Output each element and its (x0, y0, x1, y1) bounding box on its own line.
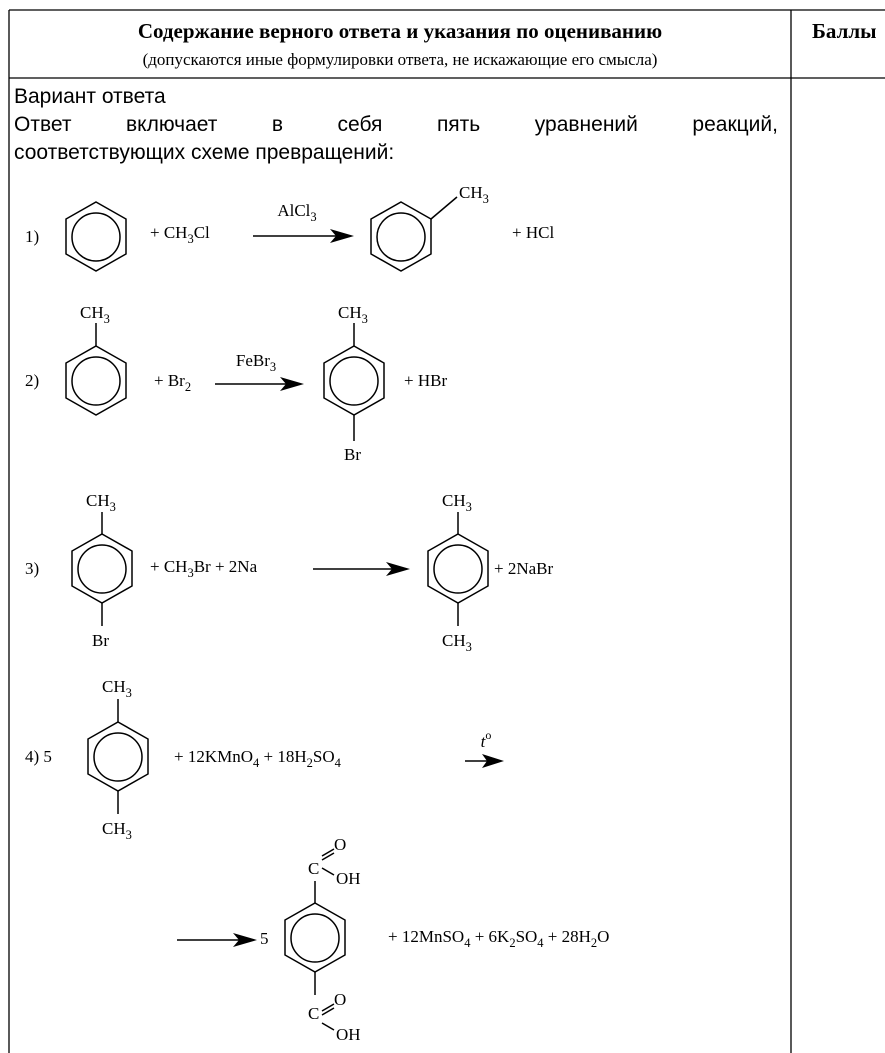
reaction-number-2: 2) (25, 371, 40, 390)
intro-word: в (271, 113, 284, 136)
intro-word: себя (337, 113, 383, 136)
bromotoluene-ring-r3 (71, 512, 133, 626)
carboxyl-oh-bottom: OH (336, 1025, 361, 1044)
carboxyl-c-top: C (308, 859, 320, 878)
reagents-kmno4-h2so4: + 12KMnO4 + 18H2SO4 (174, 747, 341, 770)
product-hbr: + HBr (404, 371, 448, 390)
carboxyl-o-top: O (334, 835, 347, 854)
terephthalic-acid-ring (284, 848, 346, 1031)
methyl-label-r4-bottom: CH3 (102, 819, 132, 842)
reaction-arrow-r4-continued (177, 933, 257, 947)
reagent-br2: + Br2 (154, 371, 192, 394)
intro-word: уравнений (534, 113, 638, 136)
xylene-ring-r4 (87, 699, 149, 814)
intro-word: пять (436, 113, 481, 136)
reaction-arrow-r4 (465, 754, 504, 768)
intro-line-1: Ответ включает в себя пять уравнений реа… (14, 112, 778, 138)
benzene-ring-r1 (65, 201, 127, 272)
reaction-arrow-r3 (313, 562, 410, 576)
intro-line-2: соответствующих схеме превращений: (14, 141, 395, 164)
reaction-number-3: 3) (25, 559, 40, 578)
bromotoluene-ring-r2 (323, 323, 385, 441)
reagent-ch3cl: + CH3Cl (150, 223, 210, 246)
catalyst-alcl3: AlCl3 (277, 201, 317, 224)
reaction-number-4: 4) 5 (25, 747, 52, 766)
toluene-ring-r1 (370, 196, 458, 272)
methyl-label-r1: CH3 (459, 183, 489, 206)
bromo-label-r3-substrate: Br (92, 631, 109, 650)
products-r4: + 12MnSO4 + 6K2SO4 + 28H2O (388, 927, 610, 950)
coefficient-product-r4: 5 (260, 929, 269, 948)
intro-word: реакций, (692, 113, 778, 136)
reaction-arrow-r2 (215, 377, 304, 391)
intro-word: Ответ (14, 113, 72, 136)
header-title: Содержание верного ответа и указания по … (137, 19, 663, 43)
carboxyl-oh-top: OH (336, 869, 361, 888)
methyl-label-r4-top: CH3 (102, 677, 132, 700)
methyl-label-r2-substrate: CH3 (80, 303, 110, 326)
product-hcl: + HCl (512, 223, 555, 242)
carboxyl-o-bottom: O (334, 990, 347, 1009)
header-subtitle: (допускаются иные формулировки ответа, н… (142, 50, 658, 69)
variant-label: Вариант ответа (14, 85, 166, 108)
methyl-label-r3-product-bottom: CH3 (442, 631, 472, 654)
catalyst-febr3: FeBr3 (235, 351, 277, 374)
methyl-label-r3-product-top: CH3 (442, 491, 472, 514)
intro-word: включает (126, 113, 218, 136)
toluene-ring-r2 (65, 323, 127, 416)
carboxyl-c-bottom: C (308, 1004, 320, 1023)
reaction-arrow-r1 (253, 229, 354, 243)
product-nabr: + 2NaBr (494, 559, 554, 578)
bromo-label-r2-product: Br (344, 445, 361, 464)
xylene-ring-r3 (427, 512, 489, 626)
score-column-header: Баллы (812, 19, 877, 43)
reagent-ch3br-na: + CH3Br + 2Na (150, 557, 258, 580)
reaction-number-1: 1) (25, 227, 40, 246)
methyl-label-r3-substrate: CH3 (86, 491, 116, 514)
condition-heat: to (480, 728, 492, 751)
methyl-label-r2-product: CH3 (338, 303, 368, 326)
